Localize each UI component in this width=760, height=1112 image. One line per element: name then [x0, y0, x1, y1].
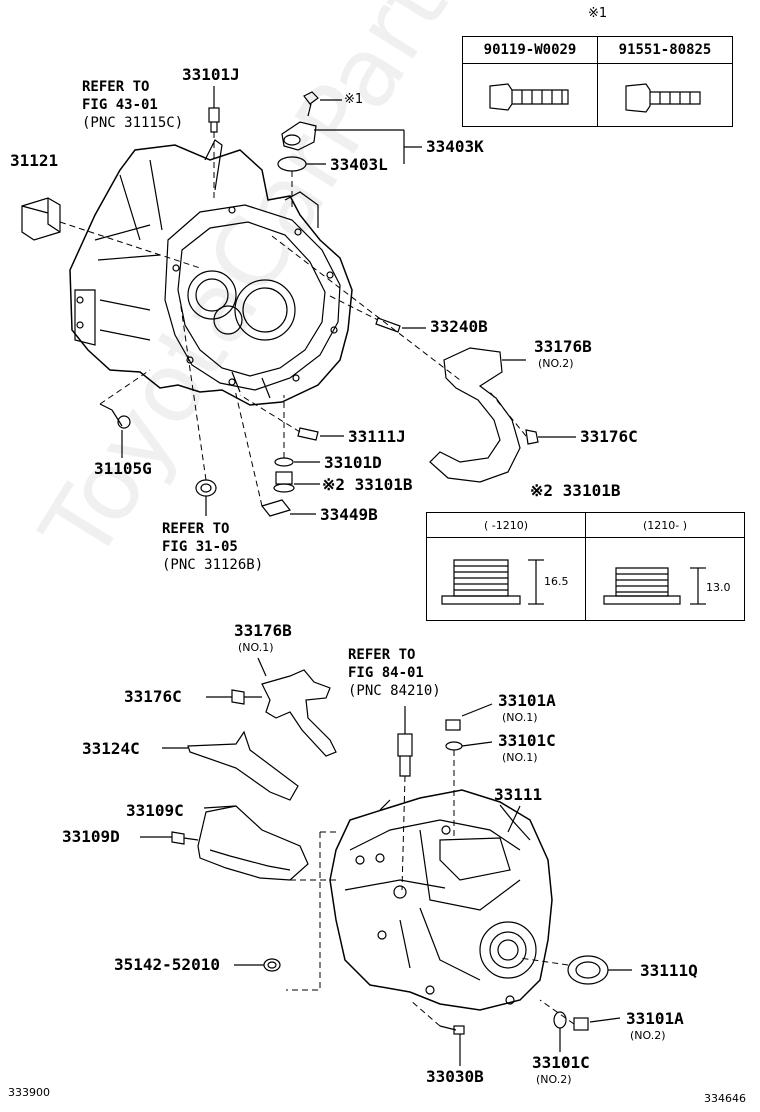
reference-note-84-01: REFER TO FIG 84-01 (PNC 84210): [348, 646, 441, 700]
plug-dimension-b: 13.0: [706, 581, 731, 594]
part-label-33109C[interactable]: 33109C: [126, 801, 184, 820]
part-sublabel-33101A-no2: (NO.2): [630, 1029, 666, 1042]
part-label-33101A-no1[interactable]: 33101A: [498, 691, 556, 710]
bolt-table: 90119-W0029 91551-80825: [462, 36, 733, 127]
sensor-84210-drawing: [397, 706, 413, 777]
bracket-33176B-no2-drawing: [429, 347, 526, 483]
part-label-33240B[interactable]: 33240B: [430, 317, 488, 336]
sleeve-33403K-drawing: [281, 121, 422, 164]
part-label-33101A-no2[interactable]: 33101A: [626, 1009, 684, 1028]
part-label-35142-52010[interactable]: 35142-52010: [114, 955, 220, 974]
gasket-33101C-no1-drawing: [445, 741, 463, 751]
part-label-33101C-no2[interactable]: 33101C: [532, 1053, 590, 1072]
bolt-31105G-drawing: [99, 403, 131, 458]
reference-line: REFER TO: [348, 647, 416, 663]
gasket-33449B-drawing: [260, 499, 292, 517]
pin-33240B-drawing: [375, 317, 401, 333]
plug-33101B-drawing: [273, 471, 295, 493]
part-sublabel-33101C-no1: (NO.1): [502, 751, 538, 764]
figure-code-left: 333900: [8, 1086, 50, 1099]
guide-33109C-drawing: [197, 805, 309, 881]
plug-33101A-no1-drawing: [445, 703, 493, 731]
part-label-33101J[interactable]: 33101J: [182, 65, 240, 84]
bracket-33176B-no1-drawing: [257, 657, 337, 757]
part-label-31121[interactable]: 31121: [10, 151, 59, 170]
bolt-33176C-a-drawing: [525, 429, 576, 445]
plug-table-cell-2: [585, 537, 745, 621]
part-label-bolt-mark1: ※1: [344, 92, 364, 107]
part-label-33111J[interactable]: 33111J: [348, 427, 406, 446]
bolt-table-cell-1: [462, 63, 598, 127]
part-sublabel-33101A-no1: (NO.1): [502, 711, 538, 724]
figure-code-right: 334646: [704, 1092, 746, 1105]
bolt-33109D-drawing: [140, 831, 199, 845]
part-label-33403L[interactable]: 33403L: [330, 155, 388, 174]
part-label-33124C[interactable]: 33124C: [82, 739, 140, 758]
plug-table-title: ※2 33101B: [530, 481, 621, 500]
part-sublabel-33176B-no1: (NO.1): [238, 641, 274, 654]
reference-line: REFER TO: [162, 521, 230, 537]
plate-33124C-drawing: [187, 730, 299, 801]
plug-33101A-no2-drawing: [573, 1017, 621, 1031]
transaxle-housing-drawing: [69, 139, 353, 406]
seal-31126B-drawing: [195, 479, 217, 516]
reference-line: (PNC 31126B): [162, 557, 264, 573]
plug-table: ( -1210) (1210- ): [426, 512, 745, 621]
bolt-table-note-mark: ※1: [588, 6, 608, 21]
reference-line: FIG 31-05: [162, 539, 238, 555]
plug-table-header-2: (1210- ): [585, 512, 745, 538]
part-label-33176C-upper[interactable]: 33176C: [580, 427, 638, 446]
bolt-33176C-b-drawing: [206, 689, 262, 705]
part-label-33111[interactable]: 33111: [494, 785, 543, 804]
part-label-33101C-no1[interactable]: 33101C: [498, 731, 556, 750]
part-label-33111Q[interactable]: 33111Q: [640, 961, 698, 980]
plug-table-header-1: ( -1210): [426, 512, 586, 538]
reference-line: FIG 84-01: [348, 665, 424, 681]
part-label-33109D[interactable]: 33109D: [62, 827, 120, 846]
plug-31121-drawing: [21, 197, 61, 241]
part-label-33176B-no2[interactable]: 33176B: [534, 337, 592, 356]
reference-line: FIG 43-01: [82, 97, 158, 113]
reference-note-31-05: REFER TO FIG 31-05 (PNC 31126B): [162, 520, 263, 574]
seal-33111Q-drawing: [567, 955, 609, 985]
part-label-33176B-no1[interactable]: 33176B: [234, 621, 292, 640]
part-label-33101D[interactable]: 33101D: [324, 453, 382, 472]
part-sublabel-33176B-no2: (NO.2): [538, 357, 574, 370]
gasket-33101C-no2-drawing: [553, 1011, 567, 1029]
reference-line: (PNC 84210): [348, 683, 441, 699]
pin-33111J-drawing: [297, 427, 319, 441]
bolt-table-header-2: 91551-80825: [597, 36, 733, 64]
part-label-33403K[interactable]: 33403K: [426, 137, 484, 156]
transmission-case-drawing: [329, 789, 553, 1011]
part-label-33449B[interactable]: 33449B: [320, 505, 378, 524]
bolt-table-header-1: 90119-W0029: [462, 36, 598, 64]
part-label-33030B[interactable]: 33030B: [426, 1067, 484, 1086]
bolt-33030B-drawing: [439, 1025, 465, 1066]
bolt-table-cell-2: [597, 63, 733, 127]
part-sublabel-33101C-no2: (NO.2): [536, 1073, 572, 1086]
bolt-mark1-drawing: [303, 91, 342, 117]
reference-line: (PNC 31115C): [82, 115, 184, 131]
gasket-33101D-drawing: [274, 457, 294, 467]
part-label-33101B[interactable]: ※2 33101B: [322, 475, 413, 494]
part-label-33176C-lower[interactable]: 33176C: [124, 687, 182, 706]
breather-33101J-drawing: [208, 86, 220, 133]
reference-note-43-01: REFER TO FIG 43-01 (PNC 31115C): [82, 78, 183, 132]
oring-33403L-drawing: [277, 156, 307, 172]
part-label-31105G[interactable]: 31105G: [94, 459, 152, 478]
reference-line: REFER TO: [82, 79, 150, 95]
seal-35142-drawing: [263, 958, 281, 972]
plug-dimension-a: 16.5: [544, 575, 569, 588]
